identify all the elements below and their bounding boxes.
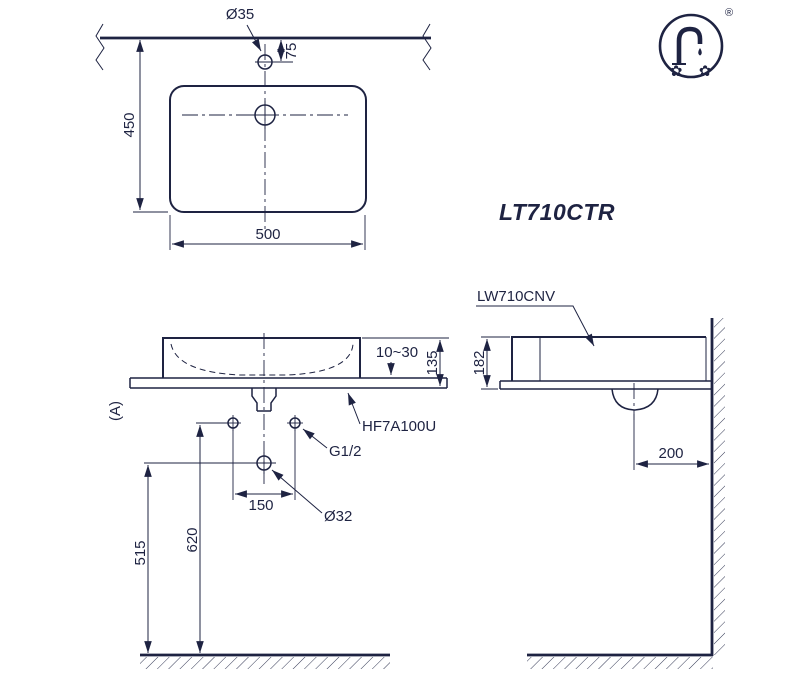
hole-offset-label: 75 — [283, 43, 300, 60]
break-line-right-icon — [422, 23, 432, 71]
counter-thickness-label: 10~30 — [376, 344, 418, 361]
drain-fitting-leader — [347, 392, 361, 425]
drain-dia-label: Ø32 — [324, 508, 352, 525]
registered-mark: ® — [725, 7, 733, 19]
brand-logo: ✿ ✿ ® — [658, 7, 733, 80]
basin-model-leader — [476, 305, 595, 347]
logo-circle — [658, 13, 724, 79]
hole-spacing-label: 150 — [248, 497, 273, 514]
drain-fitting-label: HF7A100U — [362, 418, 436, 435]
width-label: 500 — [255, 226, 280, 243]
floor-hatch — [140, 657, 390, 669]
drain-height-label: 515 — [132, 540, 149, 565]
flower-icon: ✿ — [670, 63, 683, 80]
side-view: LW710CNV 182 200 — [471, 288, 725, 669]
title-block: LT710CTR — [499, 199, 615, 225]
basin-model-label: LW710CNV — [477, 288, 555, 305]
break-line-left-icon — [95, 23, 105, 71]
drain-tailpiece — [251, 388, 277, 412]
faucet-dia-label: Ø35 — [226, 6, 254, 23]
supply-thread-label: G1/2 — [329, 443, 362, 460]
front-view: 10~30 135 (A) HF7A100U G1/2 150 Ø32 620 … — [107, 333, 449, 669]
floor-hatch — [527, 657, 713, 669]
depth-label: 450 — [121, 112, 138, 137]
basin-outline — [162, 337, 361, 378]
flower-icon: ✿ — [699, 63, 712, 80]
bowl-hidden-line — [170, 343, 354, 376]
supply-thread-leader — [302, 428, 328, 449]
model-number: LT710CTR — [499, 199, 615, 225]
drain-dia-leader — [271, 469, 323, 514]
faucet-icon — [676, 26, 703, 64]
drain-offset-label: 200 — [658, 445, 683, 462]
plan-view: Ø35 75 450 500 — [95, 6, 432, 250]
height-label: 182 — [471, 350, 488, 375]
basin-outline — [169, 85, 367, 213]
water-drop-icon — [698, 48, 702, 56]
counter-ref-label: (A) — [107, 401, 124, 421]
supply-height-label: 620 — [184, 527, 201, 552]
basin-profile — [511, 336, 706, 381]
faucet-dia-leader — [246, 24, 262, 52]
rim-height-label: 135 — [424, 350, 441, 375]
drain-curve — [611, 388, 659, 411]
wall-hatch — [714, 318, 725, 655]
